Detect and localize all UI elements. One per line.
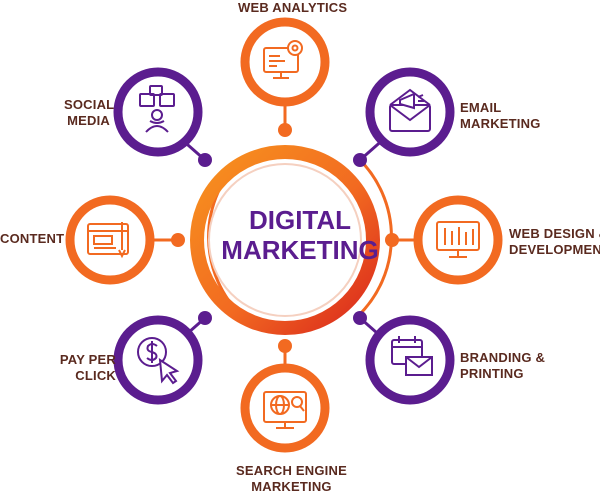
node-content-ring <box>65 195 155 285</box>
label-sem: SEARCH ENGINE MARKETING <box>236 463 347 495</box>
label-web-analytics: WEB ANALYTICS <box>238 0 347 16</box>
label-branding: BRANDING & PRINTING <box>460 350 545 382</box>
node-ppc-ring <box>113 315 203 405</box>
label-content-line1: CONTENT <box>0 231 65 246</box>
content-browser-icon <box>87 222 129 259</box>
dot-right <box>385 233 399 247</box>
node-sem-ring <box>240 363 330 453</box>
label-social-media-line1: SOCIAL <box>64 97 115 112</box>
label-email-marketing-line1: EMAIL <box>460 100 502 115</box>
label-sem-line1: SEARCH ENGINE <box>236 463 347 478</box>
email-megaphone-icon <box>389 88 431 132</box>
node-email-marketing-ring <box>365 67 455 157</box>
label-ppc: PAY PER CLICK <box>58 352 116 384</box>
social-person-icon <box>139 85 175 133</box>
center-title: DIGITAL MARKETING <box>200 205 400 265</box>
calendar-envelope-icon <box>391 336 433 376</box>
label-ppc-line2: CLICK <box>75 368 116 383</box>
dollar-cursor-icon <box>137 337 180 385</box>
dot-bottom-right <box>353 311 367 325</box>
node-social-media-ring <box>113 67 203 157</box>
node-ppc[interactable] <box>113 315 203 405</box>
label-web-design: WEB DESIGN & DEVELOPMENT <box>509 226 600 258</box>
center-ring-inner <box>208 163 362 317</box>
label-social-media-line2: MEDIA <box>67 113 110 128</box>
dot-bottom-left <box>198 311 212 325</box>
node-sem[interactable] <box>240 363 330 453</box>
label-web-design-line1: WEB DESIGN & <box>509 226 600 241</box>
dot-left <box>171 233 185 247</box>
label-web-analytics-line1: WEB ANALYTICS <box>238 0 348 15</box>
label-email-marketing-line2: MARKETING <box>460 116 541 131</box>
dot-bottom <box>278 339 292 353</box>
label-content: CONTENT <box>0 231 64 247</box>
label-ppc-line1: PAY PER <box>59 352 116 367</box>
label-sem-line2: MARKETING <box>251 479 332 494</box>
node-branding[interactable] <box>365 315 455 405</box>
label-email-marketing: EMAIL MARKETING <box>460 100 541 132</box>
dot-top-left <box>198 153 212 167</box>
label-branding-line1: BRANDING & <box>460 350 546 365</box>
label-branding-line2: PRINTING <box>460 366 524 381</box>
node-web-design[interactable] <box>413 195 503 285</box>
node-web-analytics[interactable] <box>240 17 330 107</box>
label-web-design-line2: DEVELOPMENT <box>509 242 600 257</box>
node-email-marketing[interactable] <box>365 67 455 157</box>
node-social-media[interactable] <box>113 67 203 157</box>
globe-search-icon <box>263 391 307 429</box>
analytics-screen-gear-icon <box>263 40 303 79</box>
dot-top <box>278 123 292 137</box>
center-ring-outer <box>190 145 380 335</box>
center-title-line1: DIGITAL <box>248 205 352 235</box>
dot-top-right <box>353 153 367 167</box>
center-title-line2: MARKETING <box>221 235 379 265</box>
label-social-media: SOCIAL MEDIA <box>64 97 115 129</box>
design-monitor-icon <box>436 221 480 258</box>
node-content[interactable] <box>65 195 155 285</box>
